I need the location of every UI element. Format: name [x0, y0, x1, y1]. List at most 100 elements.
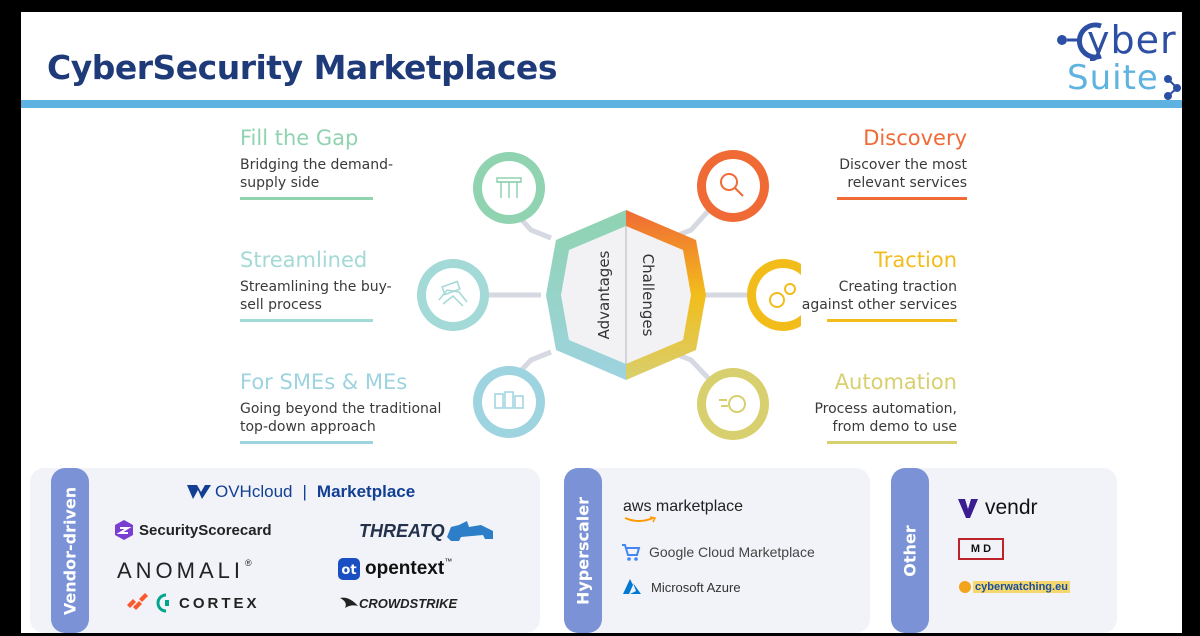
aws-smile-icon: [624, 516, 657, 523]
feature-desc-line: Process automation,: [814, 401, 957, 417]
logo-cortex: CORTEX: [125, 593, 260, 613]
circle-traction: [747, 259, 801, 331]
cortex-icon: [156, 593, 169, 613]
magnifier-icon: [720, 173, 744, 197]
title-rule: [21, 100, 1182, 108]
crowdstrike-text: CROWDSTRIKE: [359, 595, 458, 611]
slide: CyberSecurity Marketplaces yber Suite Fi…: [21, 12, 1182, 633]
cyberwatching-text: cyberwatching.eu: [973, 581, 1070, 593]
logo-securityscorecard: SecurityScorecard: [113, 519, 272, 541]
feature-title: Fill the Gap: [240, 126, 359, 150]
feature-title: Traction: [873, 248, 957, 272]
feature-desc: Process automation, from demo to use: [791, 400, 957, 436]
feature-discovery: Discovery Discover the most relevant ser…: [791, 126, 967, 200]
feature-traction: Traction Creating traction against other…: [773, 248, 957, 322]
circle-discovery: [697, 150, 769, 222]
logo-opentext: ot opentext ™: [337, 557, 452, 581]
paloalto-icon: [127, 593, 148, 610]
panel-hyperscaler: [564, 468, 870, 633]
logo-mark: [1057, 22, 1181, 100]
feature-desc-line: Discover the most: [839, 157, 967, 173]
feature-underline: [827, 319, 957, 322]
speed-icon: [719, 395, 746, 413]
feature-automation: Automation Process automation, from demo…: [791, 370, 957, 444]
logo-anomali: ANOMALI ®: [117, 558, 252, 584]
circle-smes: [473, 366, 545, 438]
ovh-marketplace: Marketplace: [316, 482, 416, 501]
ovh-icon: [187, 485, 211, 499]
feature-desc: Going beyond the traditional top-down ap…: [240, 400, 450, 436]
tab-hyperscaler: Hyperscaler: [564, 468, 602, 633]
md-text: M D: [970, 543, 992, 555]
buildings-icon: [494, 391, 524, 409]
falcon-icon: [340, 597, 358, 608]
azure-icon: [623, 579, 641, 594]
anomali-registered: ®: [245, 558, 252, 568]
network-icon: [496, 177, 522, 198]
feature-underline: [837, 197, 967, 200]
feature-desc-line: against other services: [801, 297, 957, 313]
page-title: CyberSecurity Marketplaces: [47, 48, 557, 87]
opentext-text: opentext: [365, 558, 445, 579]
feature-desc: Discover the most relevant services: [791, 156, 967, 192]
feature-underline: [240, 197, 373, 200]
feature-desc-line: Going beyond the traditional: [240, 401, 442, 417]
logo-text-cyber: yber: [1087, 18, 1177, 62]
feature-desc: Creating traction against other services: [773, 278, 957, 314]
feature-title: Discovery: [863, 126, 967, 150]
advantages-challenges-diagram: Advantages Challenges: [417, 150, 801, 440]
threatq-text: THREATQ: [359, 520, 445, 541]
feature-desc-line: Creating traction: [838, 279, 957, 295]
circle-automation: [697, 368, 769, 440]
feature-title: Streamlined: [240, 248, 368, 272]
ovh-separator: |: [302, 482, 307, 501]
ovh-name: OVHcloud: [215, 482, 293, 501]
rhino-icon: [446, 521, 493, 541]
feature-desc: Streamlining the buy- sell process: [240, 278, 415, 314]
opentext-icon: ot: [338, 558, 360, 580]
logo-ovhcloud: OVHcloud | Marketplace: [185, 482, 415, 502]
feature-underline: [827, 441, 957, 444]
anomali-text: ANOMALI: [117, 558, 245, 583]
panel-vendor-driven: [30, 468, 540, 633]
logo-cyberwatching: cyberwatching.eu: [958, 580, 1070, 594]
tab-label: Vendor-driven: [60, 486, 80, 615]
securityscorecard-icon: [115, 520, 133, 540]
feature-title: For SMEs & MEs: [240, 370, 408, 394]
circle-streamlined: [417, 259, 489, 331]
aws-text: aws marketplace: [623, 498, 744, 515]
feature-smes: For SMEs & MEs Going beyond the traditio…: [240, 370, 450, 444]
feature-streamlined: Streamlined Streamlining the buy- sell p…: [240, 248, 415, 322]
logo-crowdstrike: CROWDSTRIKE: [339, 594, 457, 612]
azure-text: Microsoft Azure: [651, 579, 741, 595]
md-box: M D: [958, 538, 1004, 560]
vendr-text: vendr: [985, 496, 1038, 519]
gears-icon: [769, 283, 796, 308]
logo-aws-marketplace: aws marketplace: [623, 498, 743, 524]
feature-underline: [240, 441, 373, 444]
feature-desc-line: Bridging the demand-: [240, 157, 394, 173]
feature-title: Automation: [834, 370, 957, 394]
cart-icon: [622, 544, 641, 561]
feature-desc-line: top-down approach: [240, 419, 376, 435]
svg-text:ot: ot: [341, 563, 356, 578]
handshake-icon: [438, 280, 468, 307]
tab-label: Hyperscaler: [573, 496, 593, 605]
cortex-text: CORTEX: [179, 594, 260, 612]
vendr-icon: [958, 499, 978, 518]
logo-google-cloud-marketplace: Google Cloud Marketplace: [621, 542, 815, 562]
logo-vendr: vendr: [957, 496, 1038, 520]
tab-other: Other: [891, 468, 929, 633]
google-cloud-text: Google Cloud Marketplace: [649, 544, 815, 560]
feature-desc-line: relevant services: [847, 175, 967, 191]
logo-md: M D: [958, 538, 1004, 560]
logo-text-suite: Suite: [1067, 58, 1159, 98]
feature-desc-line: sell process: [240, 297, 322, 313]
globe-icon: [959, 581, 971, 593]
cybersuite-logo: yber Suite: [1031, 16, 1181, 102]
logo-threatq: THREATQ: [359, 519, 497, 543]
logo-microsoft-azure: Microsoft Azure: [621, 578, 741, 596]
feature-desc-line: Streamlining the buy-: [240, 279, 392, 295]
feature-desc-line: supply side: [240, 175, 320, 191]
circle-fill-the-gap: [473, 152, 545, 224]
